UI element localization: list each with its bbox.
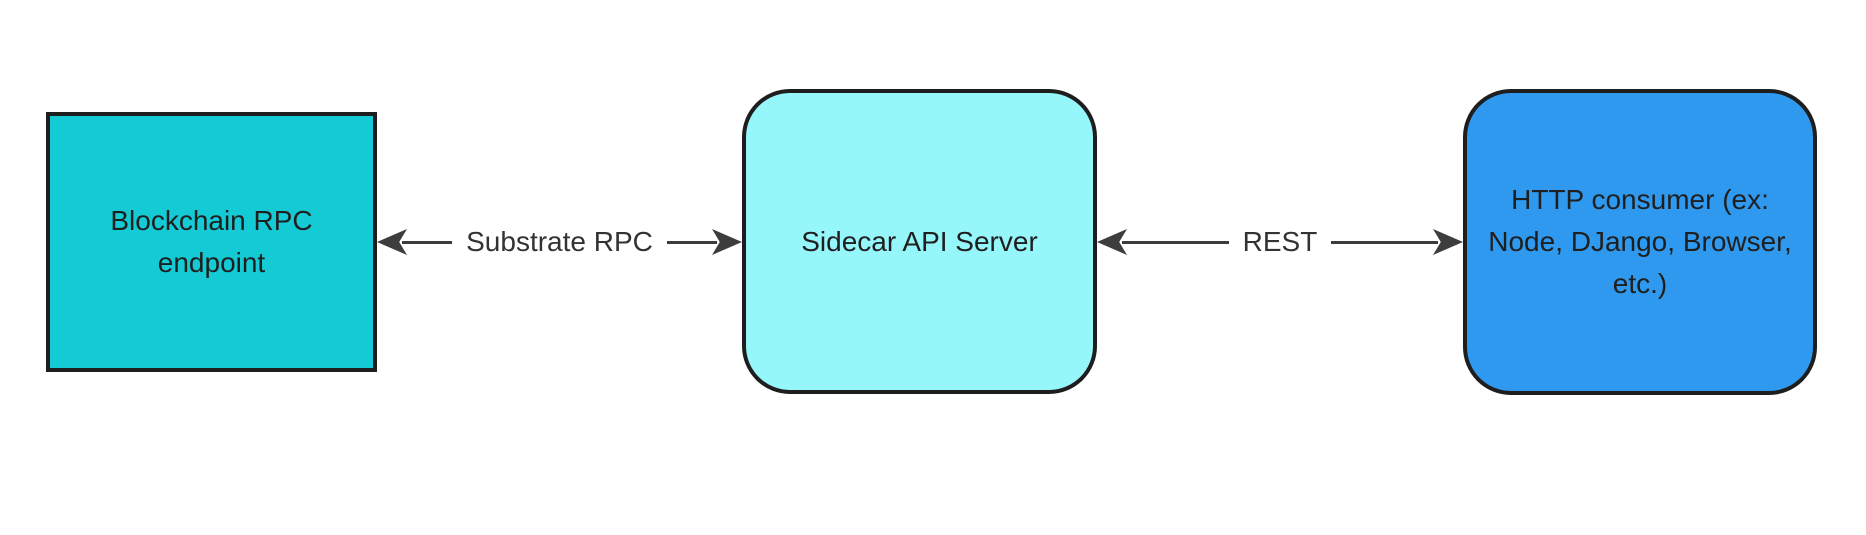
- node-http-consumer: HTTP consumer (ex: Node, DJango, Browser…: [1463, 89, 1817, 395]
- node-blockchain-rpc-endpoint: Blockchain RPC endpoint: [46, 112, 377, 372]
- edge-rest: REST: [1097, 222, 1463, 262]
- node-http-consumer-label: HTTP consumer (ex: Node, DJango, Browser…: [1488, 184, 1792, 299]
- edge-line: [1331, 240, 1438, 244]
- edge-rest-label: REST: [1242, 226, 1318, 257]
- node-sidecar-api-server-label: Sidecar API Server: [801, 225, 1038, 257]
- edge-substrate-rpc: Substrate RPC: [377, 222, 742, 262]
- edge-substrate-rpc-label: Substrate RPC: [466, 226, 653, 257]
- edge-line: [1122, 240, 1229, 244]
- edge-line: [666, 240, 717, 244]
- node-blockchain-rpc-endpoint-label: Blockchain RPC endpoint: [110, 205, 313, 278]
- node-sidecar-api-server: Sidecar API Server: [742, 89, 1097, 394]
- edge-line: [402, 240, 453, 244]
